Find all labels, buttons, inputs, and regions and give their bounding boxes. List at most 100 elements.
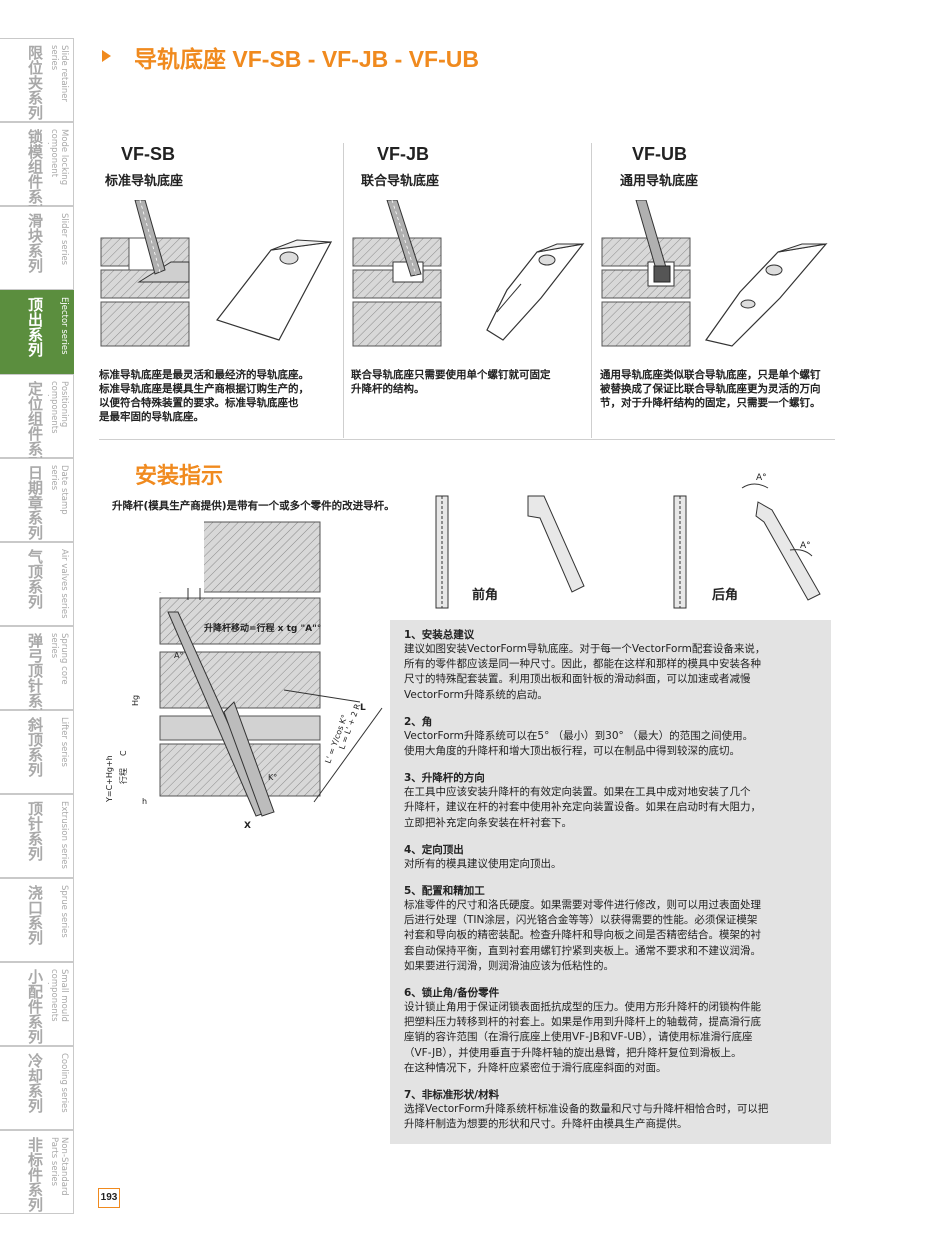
front-angle-tilted-rod	[527, 495, 585, 593]
sidebar-tab[interactable]: 斜顶系列 Lifter series	[0, 710, 74, 794]
sidebar-tab-english: Slider series	[59, 213, 69, 266]
note-line: 建议如图安装VectorForm导轨底座。对于每一个VectorForm配套设备…	[404, 643, 766, 655]
sidebar-tab-label: 浇口系列	[26, 885, 44, 945]
sidebar-tab-english: Cooling series	[59, 1053, 69, 1113]
note-heading: 6、锁止角/备份零件	[404, 987, 500, 1000]
sidebar-tab-label: 小配件系列	[26, 969, 44, 1044]
drawing-c-label: C	[119, 750, 128, 756]
column-divider	[591, 143, 592, 438]
note-section: 1、安装总建议建议如图安装VectorForm导轨底座。对于每一个VectorF…	[404, 628, 817, 703]
desc-line: 通用导轨底座类似联合导轨底座，只是单个螺钉	[600, 369, 821, 381]
product-vf-ub: VF-UB 通用导轨底座 通用导轨底座类似联合导轨底座，只是单个螺钉 被替换成了…	[600, 140, 836, 440]
sidebar-tab-english: Air valves series	[59, 549, 69, 619]
sidebar-tab-label: 顶针系列	[26, 801, 44, 861]
page-number: 193	[98, 1188, 120, 1208]
sidebar-tab-english: Non-Standard Parts series	[49, 1137, 69, 1196]
drawing-h-label: h	[142, 797, 147, 806]
note-line: 衬套和导向板的精密装配。检查升降杆和导向板之间是否精密结合。模架的衬	[404, 929, 761, 942]
note-line: 所有的零件都应该是同一种尺寸。因此，都能在这样和那样的模具中安装各种	[404, 658, 761, 671]
product-code: VF-SB	[121, 144, 175, 164]
install-note: 升降杆(模具生产商提供)是带有一个或多个零件的改进导杆。	[112, 500, 395, 512]
note-section: 5、配置和精加工标准零件的尺寸和洛氏硬度。如果需要对零件进行修改，则可以用过表面…	[404, 884, 817, 974]
note-line: 座销的容许范围（在滑行底座上使用VF-JB和VF-UB），请使用标准滑行底座	[404, 1031, 753, 1044]
sidebar-tab-english: Lifter series	[59, 717, 69, 767]
note-body: VectorForm升降系统可以在5° （最小）到30° （最大）的范围之间使用…	[404, 729, 817, 759]
drawing-hg-label: Hg	[131, 695, 140, 706]
column-divider	[343, 143, 344, 438]
note-body: 建议如图安装VectorForm导轨底座。对于每一个VectorForm配套设备…	[404, 642, 817, 703]
note-body: 标准零件的尺寸和洛氏硬度。如果需要对零件进行修改，则可以用过表面处理后进行处理（…	[404, 898, 817, 974]
sidebar-tab-label: 日期章系列	[26, 465, 44, 540]
note-heading: 2、角	[404, 715, 433, 728]
section-divider	[99, 439, 835, 440]
sidebar-tab-english: Positioning components series	[47, 381, 69, 434]
installation-drawing: 升降杆移动=行程 x tg "A"° A° Hg Y=C+Hg+h C 行程 h…	[104, 512, 383, 831]
sidebar-tab-english: Mode locking component series	[47, 129, 69, 186]
note-body: 对所有的模具建议使用定向顶出。	[404, 857, 817, 872]
note-line: 在工具中应该安装升降杆的有效定向装置。如果在工具中成对地安装了几个	[404, 786, 751, 799]
note-section: 4、定向顶出对所有的模具建议使用定向顶出。	[404, 843, 817, 872]
note-line: 后进行处理（TIN涂层，闪光铬合金等等）以获得需要的性能。必须保证模架	[404, 914, 758, 927]
note-line: 立即把补充定向条安装在杆衬套下。	[404, 816, 572, 829]
vf-sb-illustration	[100, 200, 333, 347]
drawing-k-label: K°	[268, 773, 277, 782]
note-heading: 1、安装总建议	[404, 629, 475, 641]
note-body: 选择VectorForm升降系统杆标准设备的数量和尺寸与升降杆相恰合时，可以把升…	[404, 1102, 817, 1132]
vf-ub-illustration	[601, 200, 828, 347]
note-heading: 7、非标准形状/材料	[404, 1089, 500, 1102]
sidebar-tab-english: Slide retainer series	[49, 45, 69, 102]
note-line: 使用大角度的升降杆和增大顶出板行程，可以在制品中得到较深的底切。	[404, 745, 740, 758]
page-title: 导轨底座 VF-SB - VF-JB - VF-UB	[134, 46, 479, 72]
desc-line: 以便符合特殊装置的要求。标准导轨底座也	[99, 397, 299, 409]
desc-line: 被替换成了保证比联合导轨底座更为灵活的万向	[600, 383, 821, 395]
sidebar-tab-label: 冷却系列	[26, 1053, 44, 1113]
drawing-stroke-label: 升降杆移动=行程 x tg "A"°	[204, 622, 321, 634]
product-description: 标准导轨底座是最灵活和最经济的导轨底座。 标准导轨底座是模具生产商根据订购生产的…	[99, 368, 309, 424]
sidebar-tab-label: 斜顶系列	[26, 717, 44, 777]
drawing-a-label: A°	[174, 651, 183, 660]
angle-marker-top: A°	[756, 473, 767, 483]
product-description: 通用导轨底座类似联合导轨底座，只是单个螺钉 被替换成了保证比联合导轨底座更为灵活…	[600, 368, 821, 410]
product-vf-sb: VF-SB 标准导轨底座 标准导轨底座是最灵活和最经济的导轨底座。 标准导轨底座…	[99, 140, 339, 440]
note-heading: 3、升降杆的方向	[404, 772, 485, 785]
note-line: 如果要进行润滑，则润滑油应该为低粘性的。	[404, 959, 614, 972]
note-line: 选择VectorForm升降系统杆标准设备的数量和尺寸与升降杆相恰合时，可以把	[404, 1103, 769, 1116]
sidebar-tab-label: 顶出系列	[26, 297, 44, 357]
front-angle-straight-rod	[435, 495, 449, 609]
drawing-y-label: Y=C+Hg+h	[105, 755, 114, 803]
rear-angle-tilted-rod	[741, 483, 821, 601]
sidebar-tab-english: Sprung core series	[49, 633, 69, 685]
sidebar-tab[interactable]: 冷却系列 Cooling series	[0, 1046, 74, 1130]
sidebar-tab-label: 非标件系列	[26, 1137, 44, 1212]
title-arrow-icon	[102, 50, 111, 62]
note-line: VectorForm升降系统的启动。	[404, 688, 548, 701]
installation-notes: 1、安装总建议建议如图安装VectorForm导轨底座。对于每一个VectorF…	[390, 620, 831, 1144]
desc-line: 联合导轨底座只需要使用单个螺钉就可固定	[351, 369, 551, 381]
sidebar-tab[interactable]: 非标件系列 Non-Standard Parts series	[0, 1130, 74, 1214]
drawing-l-label: L	[360, 703, 366, 713]
product-code: VF-UB	[632, 144, 687, 164]
front-angle-label: 前角	[472, 587, 498, 603]
note-section: 6、锁止角/备份零件设计锁止角用于保证闭锁表面抵抗成型的压力。使用方形升降杆的闭…	[404, 986, 817, 1076]
note-body: 设计锁止角用于保证闭锁表面抵抗成型的压力。使用方形升降杆的闭锁构件能把塑料压力转…	[404, 1000, 817, 1076]
note-heading: 4、定向顶出	[404, 843, 464, 856]
product-description: 联合导轨底座只需要使用单个螺钉就可固定 升降杆的结构。	[351, 368, 551, 396]
note-line: 尺寸的特殊配套装置。利用顶出板和面针板的滑动斜面，可以加速或者减慢	[404, 673, 751, 686]
note-line: 把塑料压力转移到杆的衬套上。如果是作用到升降杆上的轴载荷，提高滑行底	[404, 1016, 761, 1029]
product-name: 标准导轨底座	[105, 174, 184, 189]
note-section: 3、升降杆的方向在工具中应该安装升降杆的有效定向装置。如果在工具中成对地安装了几…	[404, 771, 817, 831]
note-line: 套自动保持平衡，直到衬套用螺钉拧紧到夹板上。通常不要求和不建议润滑。	[404, 944, 761, 957]
install-section-title: 安装指示	[135, 464, 224, 489]
